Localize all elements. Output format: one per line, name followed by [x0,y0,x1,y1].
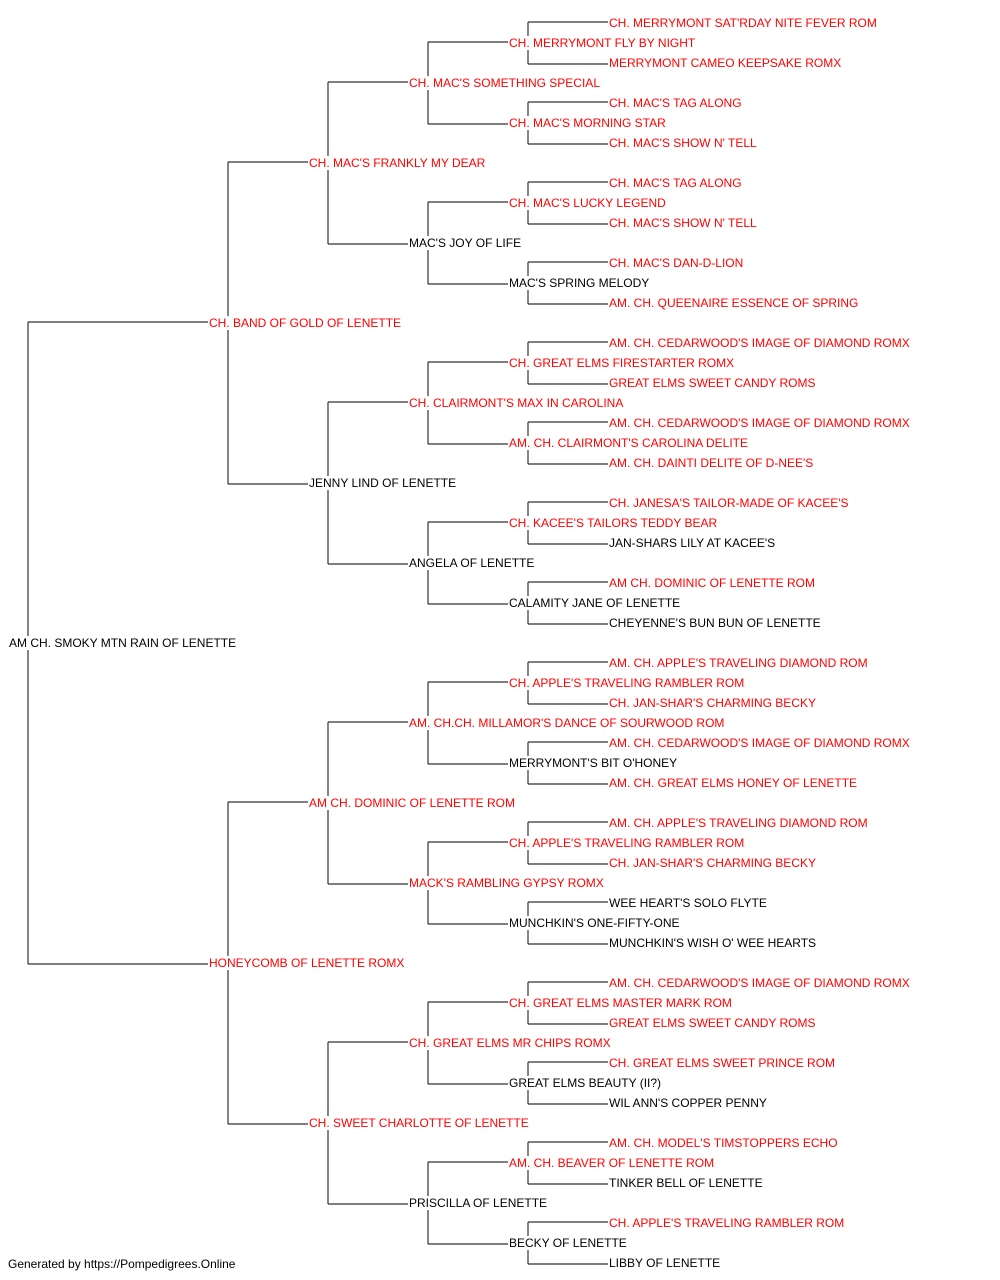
gen5-ancestor-25[interactable]: AM. CH. CEDARWOOD'S IMAGE OF DIAMOND ROM… [608,976,911,990]
gen4-ancestor-15[interactable]: AM. CH. BEAVER OF LENETTE ROM [508,1156,716,1170]
gen5-ancestor-11[interactable]: AM. CH. CEDARWOOD'S IMAGE OF DIAMOND ROM… [608,416,911,430]
gen5-ancestor-4[interactable]: CH. MAC'S SHOW N' TELL [608,136,758,150]
sire[interactable]: CH. BAND OF GOLD OF LENETTE [208,316,403,330]
gen5-ancestor-2[interactable]: MERRYMONT CAMEO KEEPSAKE ROMX [608,56,843,70]
gen4-ancestor-10[interactable]: MERRYMONT'S BIT O'HONEY [508,756,679,770]
gen4-ancestor-11[interactable]: CH. APPLE'S TRAVELING RAMBLER ROM [508,836,746,850]
gen4-ancestor-8[interactable]: CALAMITY JANE OF LENETTE [508,596,682,610]
generated-by-footer: Generated by https://Pompedigrees.Online [8,1257,236,1271]
gen5-ancestor-1[interactable]: CH. MERRYMONT SAT'RDAY NITE FEVER ROM [608,16,878,30]
gen5-ancestor-27[interactable]: CH. GREAT ELMS SWEET PRINCE ROM [608,1056,837,1070]
gen4-ancestor-13[interactable]: CH. GREAT ELMS MASTER MARK ROM [508,996,733,1010]
gen5-ancestor-23[interactable]: WEE HEART'S SOLO FLYTE [608,896,768,910]
gen5-ancestor-5[interactable]: CH. MAC'S TAG ALONG [608,176,743,190]
great-grandparent-6[interactable]: MACK'S RAMBLING GYPSY ROMX [408,876,605,890]
gen5-ancestor-7[interactable]: CH. MAC'S DAN-D-LION [608,256,745,270]
great-grandparent-5[interactable]: AM. CH.CH. MILLAMOR'S DANCE OF SOURWOOD … [408,716,726,730]
grandparent-1[interactable]: CH. MAC'S FRANKLY MY DEAR [308,156,487,170]
gen5-ancestor-15[interactable]: AM CH. DOMINIC OF LENETTE ROM [608,576,817,590]
gen5-ancestor-10[interactable]: GREAT ELMS SWEET CANDY ROMS [608,376,817,390]
gen5-ancestor-21[interactable]: AM. CH. APPLE'S TRAVELING DIAMOND ROM [608,816,869,830]
gen5-ancestor-32[interactable]: LIBBY OF LENETTE [608,1256,722,1270]
gen4-ancestor-1[interactable]: CH. MERRYMONT FLY BY NIGHT [508,36,697,50]
gen5-ancestor-14[interactable]: JAN-SHARS LILY AT KACEE'S [608,536,777,550]
gen5-ancestor-20[interactable]: AM. CH. GREAT ELMS HONEY OF LENETTE [608,776,859,790]
grandparent-4[interactable]: CH. SWEET CHARLOTTE OF LENETTE [308,1116,530,1130]
gen4-ancestor-3[interactable]: CH. MAC'S LUCKY LEGEND [508,196,667,210]
subject-dog[interactable]: AM CH. SMOKY MTN RAIN OF LENETTE [8,636,238,650]
gen4-ancestor-9[interactable]: CH. APPLE'S TRAVELING RAMBLER ROM [508,676,746,690]
gen5-ancestor-16[interactable]: CHEYENNE'S BUN BUN OF LENETTE [608,616,822,630]
gen4-ancestor-7[interactable]: CH. KACEE'S TAILORS TEDDY BEAR [508,516,719,530]
great-grandparent-8[interactable]: PRISCILLA OF LENETTE [408,1196,549,1210]
gen5-ancestor-12[interactable]: AM. CH. DAINTI DELITE OF D-NEE'S [608,456,815,470]
great-grandparent-2[interactable]: MAC'S JOY OF LIFE [408,236,523,250]
gen5-ancestor-9[interactable]: AM. CH. CEDARWOOD'S IMAGE OF DIAMOND ROM… [608,336,911,350]
gen5-ancestor-24[interactable]: MUNCHKIN'S WISH O' WEE HEARTS [608,936,818,950]
gen5-ancestor-3[interactable]: CH. MAC'S TAG ALONG [608,96,743,110]
gen4-ancestor-14[interactable]: GREAT ELMS BEAUTY (II?) [508,1076,663,1090]
gen5-ancestor-30[interactable]: TINKER BELL OF LENETTE [608,1176,764,1190]
gen5-ancestor-29[interactable]: AM. CH. MODEL'S TIMSTOPPERS ECHO [608,1136,839,1150]
gen4-ancestor-2[interactable]: CH. MAC'S MORNING STAR [508,116,667,130]
gen4-ancestor-12[interactable]: MUNCHKIN'S ONE-FIFTY-ONE [508,916,681,930]
gen4-ancestor-5[interactable]: CH. GREAT ELMS FIRESTARTER ROMX [508,356,736,370]
gen5-ancestor-8[interactable]: AM. CH. QUEENAIRE ESSENCE OF SPRING [608,296,860,310]
gen5-ancestor-6[interactable]: CH. MAC'S SHOW N' TELL [608,216,758,230]
gen5-ancestor-22[interactable]: CH. JAN-SHAR'S CHARMING BECKY [608,856,817,870]
great-grandparent-1[interactable]: CH. MAC'S SOMETHING SPECIAL [408,76,601,90]
gen5-ancestor-18[interactable]: CH. JAN-SHAR'S CHARMING BECKY [608,696,817,710]
gen5-ancestor-17[interactable]: AM. CH. APPLE'S TRAVELING DIAMOND ROM [608,656,869,670]
gen5-ancestor-19[interactable]: AM. CH. CEDARWOOD'S IMAGE OF DIAMOND ROM… [608,736,911,750]
gen5-ancestor-28[interactable]: WIL ANN'S COPPER PENNY [608,1096,768,1110]
gen4-ancestor-16[interactable]: BECKY OF LENETTE [508,1236,628,1250]
gen5-ancestor-31[interactable]: CH. APPLE'S TRAVELING RAMBLER ROM [608,1216,846,1230]
grandparent-3[interactable]: AM CH. DOMINIC OF LENETTE ROM [308,796,517,810]
gen5-ancestor-13[interactable]: CH. JANESA'S TAILOR-MADE OF KACEE'S [608,496,850,510]
great-grandparent-3[interactable]: CH. CLAIRMONT'S MAX IN CAROLINA [408,396,625,410]
grandparent-2[interactable]: JENNY LIND OF LENETTE [308,476,458,490]
great-grandparent-7[interactable]: CH. GREAT ELMS MR CHIPS ROMX [408,1036,612,1050]
great-grandparent-4[interactable]: ANGELA OF LENETTE [408,556,536,570]
gen4-ancestor-4[interactable]: MAC'S SPRING MELODY [508,276,651,290]
gen5-ancestor-26[interactable]: GREAT ELMS SWEET CANDY ROMS [608,1016,817,1030]
dam[interactable]: HONEYCOMB OF LENETTE ROMX [208,956,406,970]
gen4-ancestor-6[interactable]: AM. CH. CLAIRMONT'S CAROLINA DELITE [508,436,749,450]
